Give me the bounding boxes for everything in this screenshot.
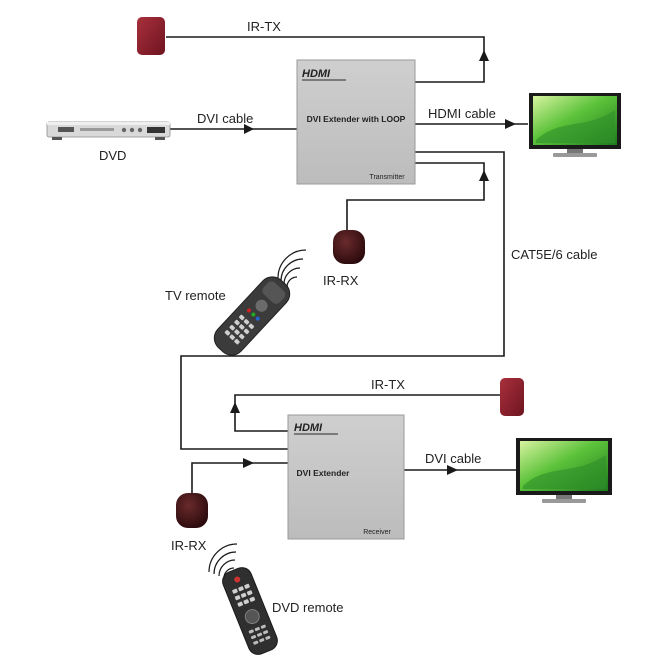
cat-cable-label: CAT5E/6 cable: [511, 247, 597, 262]
transmitter-ir-wire: [415, 162, 485, 176]
arrow-up-icon: [479, 170, 489, 181]
ir-tx-bottom-label: IR-TX: [371, 377, 405, 392]
receiver-caption: Receiver: [363, 529, 391, 536]
receiver-ir-wire: [234, 412, 288, 432]
receiver-logo-tagline: [294, 433, 338, 435]
ir-tx-bottom-emitter: [500, 378, 524, 416]
arrow-up-icon: [230, 402, 240, 413]
transmitter-logo-tagline: [302, 79, 346, 81]
tv-bottom-icon: [516, 438, 612, 503]
arrow-up-icon: [479, 50, 489, 61]
transmitter-title: DVI Extender with LOOP: [307, 114, 406, 124]
ir-tx-bottom-wire: [234, 394, 500, 412]
receiver-title: DVI Extender: [297, 468, 351, 478]
dvi-cable-bottom-label: DVI cable: [425, 451, 481, 466]
ir-tx-top-wire: [166, 36, 485, 55]
ir-signal-waves-bottom-icon: [208, 543, 238, 579]
transmitter-caption: Transmitter: [369, 174, 405, 181]
dvd-label: DVD: [99, 148, 126, 163]
dvd-remote-icon: [222, 567, 278, 655]
arrow-right-icon: [447, 465, 458, 475]
ir-rx-bottom-label: IR-RX: [171, 538, 207, 553]
ir-tx-top-label: IR-TX: [247, 19, 281, 34]
receiver-unit: HDMI DVI Extender Receiver: [287, 414, 405, 540]
cat-cable-wire: [180, 151, 505, 450]
receiver-hdmi-logo: HDMI: [294, 422, 323, 434]
dvd-remote-label: DVD remote: [272, 600, 344, 615]
tv-remote-label: TV remote: [165, 288, 226, 303]
dvd-player-icon: [46, 121, 171, 140]
ir-rx-top-wire: [346, 176, 485, 230]
tv-remote-icon: [213, 276, 291, 356]
ir-signal-waves-top-icon: [277, 249, 307, 288]
ir-rx-bottom-receiver: [176, 493, 208, 528]
labels: IR-TX DVI cable DVD HDMI cable CAT5E/6 c…: [99, 19, 597, 615]
ir-rx-top-receiver: [333, 230, 365, 264]
arrowheads: [230, 50, 516, 475]
ir-rx-top-label: IR-RX: [323, 273, 359, 288]
wires: [166, 36, 528, 493]
arrow-right-icon: [505, 119, 516, 129]
ir-rx-bottom-wire: [191, 462, 288, 493]
transmitter-loop-wire: [415, 58, 485, 83]
arrow-right-icon: [244, 124, 254, 134]
hdmi-cable-label: HDMI cable: [428, 106, 496, 121]
transmitter-unit: HDMI DVI Extender with LOOP Transmitter: [296, 59, 416, 185]
transmitter-hdmi-logo: HDMI: [302, 68, 331, 80]
ir-tx-top-emitter: [137, 17, 165, 55]
dvi-cable-top-label: DVI cable: [197, 111, 253, 126]
arrow-right-icon: [243, 458, 254, 468]
tv-top-icon: [529, 93, 621, 157]
